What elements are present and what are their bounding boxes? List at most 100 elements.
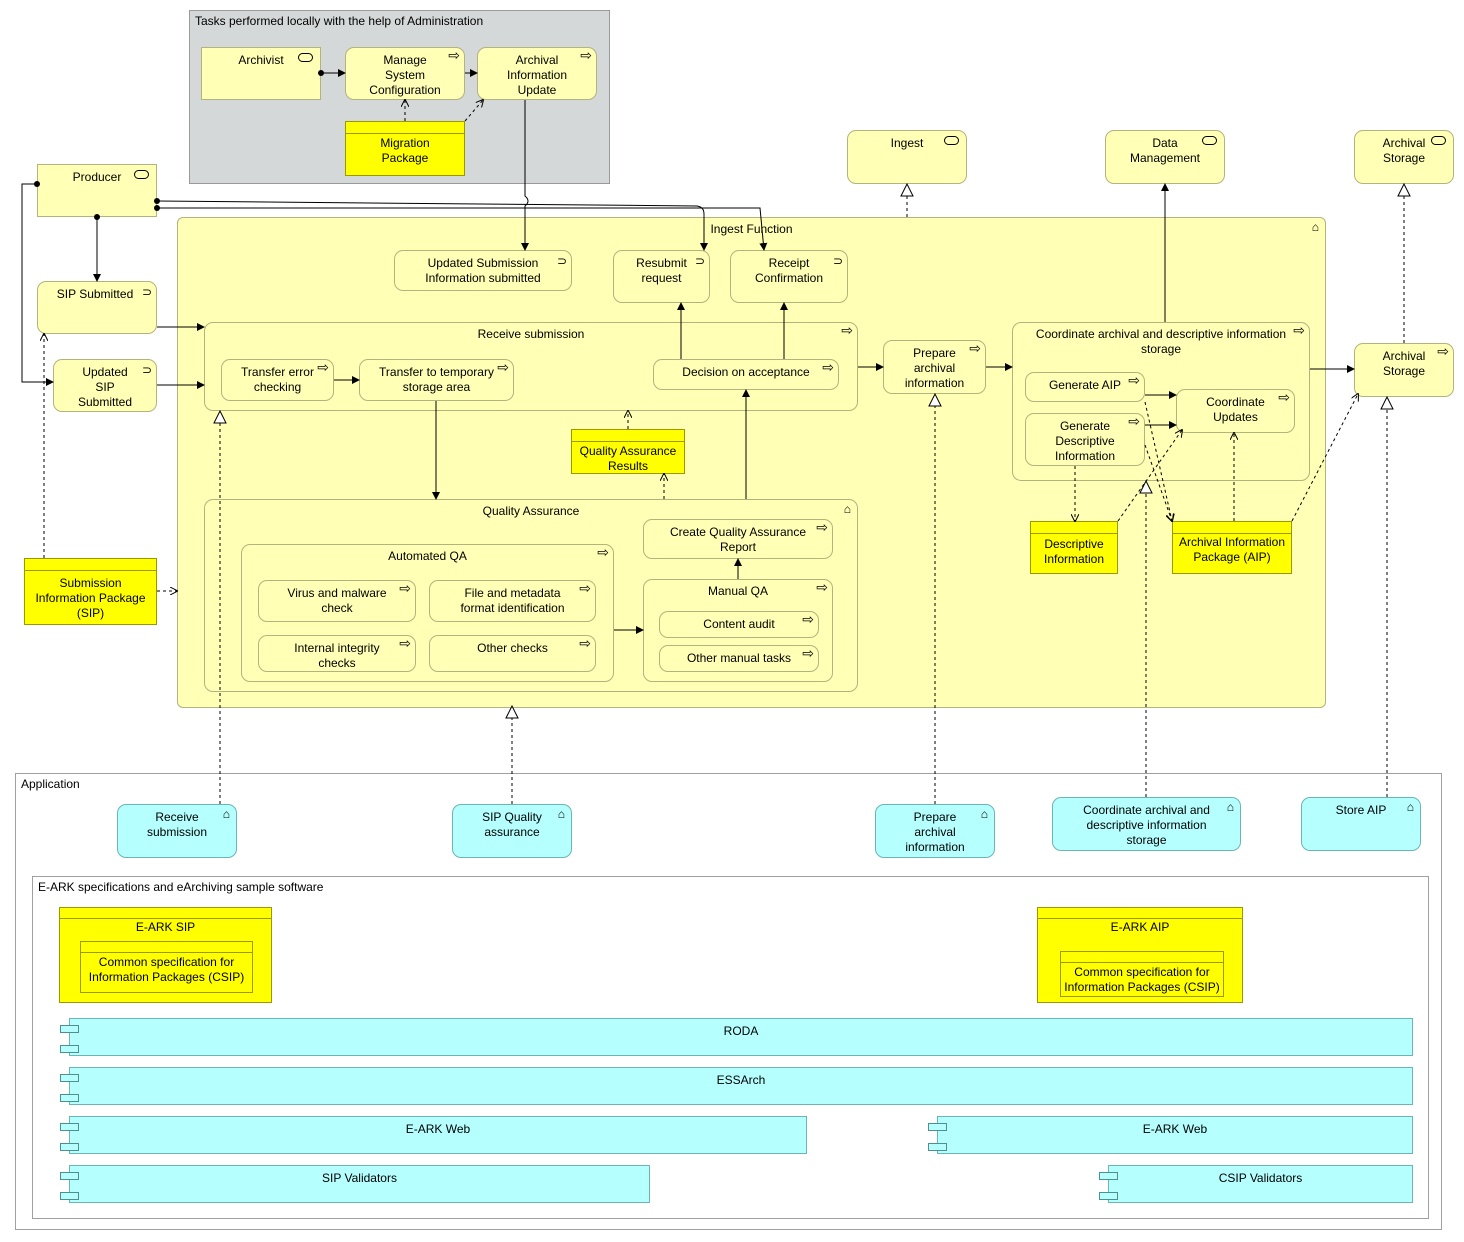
sip-submitted-event[interactable]: SIP Submitted ⊃ [37,281,157,334]
csip-validators-component[interactable]: CSIP Validators [1108,1165,1413,1203]
eark-aip-csip-label: Common specification for Information Pac… [1064,965,1220,994]
function-chevron-icon: ⌂ [1406,800,1414,814]
manual-qa-title: Manual QA [707,584,769,598]
transfer-error-checking[interactable]: Transfer error checking ⇨ [221,359,334,401]
component-icon [60,1074,79,1082]
coord-updates-label: Coordinate Updates [1206,395,1265,424]
eark-sip-label: E-ARK SIP [135,920,196,934]
function-chevron-icon: ⌂ [222,807,230,821]
process-arrow-icon: ⇨ [802,645,814,661]
process-arrow-icon: ⇨ [822,359,834,375]
event-icon: ⊃ [556,254,567,268]
decision-on-acceptance[interactable]: Decision on acceptance ⇨ [653,359,839,390]
roda-component[interactable]: RODA [69,1018,1413,1056]
transfer-temp-label: Transfer to temporary storage area [379,365,494,394]
generate-descriptive-information[interactable]: Generate Descriptive Information ⇨ [1025,413,1145,466]
essarch-component[interactable]: ESSArch [69,1067,1413,1105]
virus-check[interactable]: Virus and malware check ⇨ [258,580,416,622]
process-arrow-icon: ⇨ [802,611,814,627]
coordinate-updates[interactable]: Coordinate Updates ⇨ [1176,389,1295,433]
process-arrow-icon: ⇨ [841,322,853,338]
app-coordinate-label: Coordinate archival and descriptive info… [1083,803,1210,847]
component-icon [928,1143,947,1151]
app-store-label: Store AIP [1335,803,1387,817]
process-arrow-icon: ⇨ [579,580,591,596]
component-icon [928,1123,947,1131]
other-manual-label: Other manual tasks [686,651,792,665]
archival-storage-function[interactable]: Archival Storage ⇨ [1354,343,1454,397]
descriptive-information-object[interactable]: Descriptive Information [1030,521,1118,574]
ingest-service[interactable]: Ingest [847,130,967,184]
archivist-role[interactable]: Archivist [201,47,321,100]
prepare-archival-information[interactable]: Prepare archival information ⇨ [883,340,986,394]
data-mgmt-label: Data Management [1129,136,1201,165]
generate-desc-label: Generate Descriptive Information [1054,419,1116,463]
eark-sip-spec[interactable]: E-ARK SIP Common specification for Infor… [59,907,272,1003]
eark-sip-csip-label: Common specification for Information Pac… [88,955,245,984]
function-chevron-icon: ⌂ [1311,220,1319,234]
resubmit-label: Resubmit request [636,256,687,285]
other-checks[interactable]: Other checks ⇨ [429,635,596,672]
data-management-service[interactable]: Data Management [1105,130,1225,184]
eark-web-component-left[interactable]: E-ARK Web [69,1116,807,1154]
service-icon [1202,136,1217,145]
eark-web-component-right[interactable]: E-ARK Web [937,1116,1413,1154]
migration-package[interactable]: Migration Package [345,121,465,176]
app-prepare-archival[interactable]: Prepare archival information ⌂ [875,804,995,858]
process-arrow-icon: ⇨ [317,359,329,375]
producer-role[interactable]: Producer [37,164,157,217]
archival-information-update[interactable]: Archival Information Update ⇨ [477,47,597,100]
receipt-confirmation-event[interactable]: Receipt Confirmation ⊃ [730,250,848,303]
process-arrow-icon: ⇨ [399,580,411,596]
app-coordinate-storage[interactable]: Coordinate archival and descriptive info… [1052,797,1241,851]
archival-storage-service-label: Archival Storage [1382,136,1426,165]
event-icon: ⊃ [832,254,843,268]
eark-aip-csip[interactable]: Common specification for Information Pac… [1060,951,1224,997]
resubmit-request-event[interactable]: Resubmit request ⊃ [613,250,710,303]
transfer-temporary-storage[interactable]: Transfer to temporary storage area ⇨ [359,359,514,401]
create-qa-report[interactable]: Create Quality Assurance Report ⇨ [643,519,833,559]
component-icon [60,1172,79,1180]
aip-object[interactable]: Archival Information Package (AIP) [1172,521,1292,574]
process-arrow-icon: ⇨ [1293,322,1305,338]
archival-storage-service[interactable]: Archival Storage [1354,130,1454,184]
role-icon [298,53,313,62]
content-audit-label: Content audit [703,617,775,631]
sip-package-label: Submission Information Package (SIP) [35,576,146,620]
updated-sip-label: Updated SIP Submitted [77,365,133,409]
function-chevron-icon: ⌂ [843,502,851,516]
file-metadata-identification[interactable]: File and metadata format identification … [429,580,596,622]
updated-submission-event[interactable]: Updated Submission Information submitted… [394,250,572,291]
integrity-checks[interactable]: Internal integrity checks ⇨ [258,635,416,672]
essarch-label: ESSArch [716,1073,766,1087]
app-store-aip[interactable]: Store AIP ⌂ [1301,797,1421,851]
app-sip-quality-assurance[interactable]: SIP Quality assurance ⌂ [452,804,572,858]
sip-package-object[interactable]: Submission Information Package (SIP) [24,558,157,625]
virus-label: Virus and malware check [287,586,387,615]
updated-sip-submitted-event[interactable]: Updated SIP Submitted ⊃ [53,359,157,412]
app-receive-submission[interactable]: Receive submission ⌂ [117,804,237,858]
sip-validators-component[interactable]: SIP Validators [69,1165,650,1203]
application-title: Application [21,777,80,791]
eark-web-left-label: E-ARK Web [405,1122,471,1136]
archival-storage-fn-label: Archival Storage [1382,349,1426,378]
sip-submitted-label: SIP Submitted [56,287,134,301]
app-receive-label: Receive submission [146,810,208,839]
coordinate-title: Coordinate archival and descriptive info… [1035,327,1287,356]
migration-label: Migration Package [380,136,430,165]
process-arrow-icon: ⇨ [580,47,592,63]
other-manual-tasks[interactable]: Other manual tasks ⇨ [659,645,819,672]
manage-system-configuration[interactable]: Manage System Configuration ⇨ [345,47,465,100]
process-arrow-icon: ⇨ [1128,413,1140,429]
process-arrow-icon: ⇨ [816,519,828,535]
content-audit[interactable]: Content audit ⇨ [659,611,819,638]
eark-aip-spec[interactable]: E-ARK AIP Common specification for Infor… [1037,907,1243,1003]
process-arrow-icon: ⇨ [497,359,509,375]
event-icon: ⊃ [141,363,152,377]
eark-sip-csip[interactable]: Common specification for Information Pac… [80,941,253,993]
generate-aip[interactable]: Generate AIP ⇨ [1025,372,1145,402]
transfer-error-label: Transfer error checking [241,365,314,394]
generate-aip-label: Generate AIP [1048,378,1122,392]
process-arrow-icon: ⇨ [1437,343,1449,359]
qa-results-object[interactable]: Quality Assurance Results [571,429,685,474]
